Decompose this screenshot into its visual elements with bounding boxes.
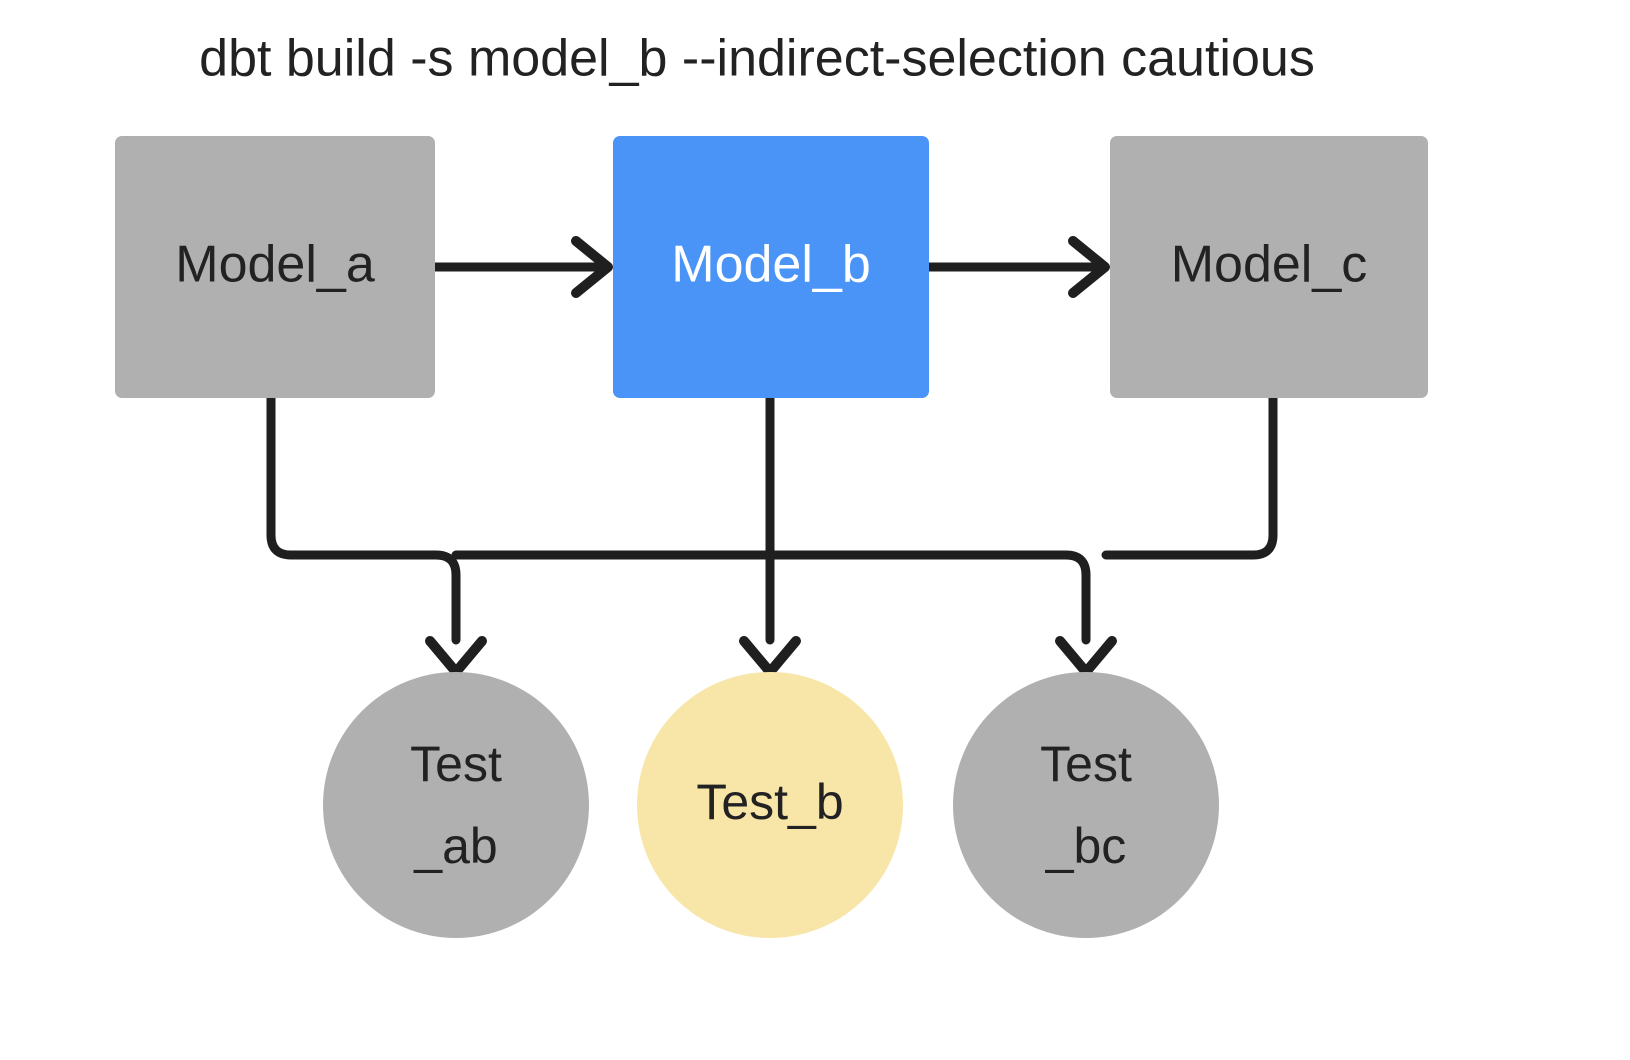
model-node-model-c[interactable]: Model_c	[1110, 136, 1428, 398]
model-node-model-a[interactable]: Model_a	[115, 136, 435, 398]
model-a-label: Model_a	[175, 236, 375, 294]
edge-arrowheads	[425, 636, 1117, 677]
arrowhead-test-ab	[425, 636, 487, 677]
edge-model-b-to-model-c	[924, 236, 1110, 298]
model-b-label: Model_b	[671, 236, 870, 294]
test-bc-shape[interactable]	[953, 672, 1219, 938]
test-node-test-ab[interactable]: Test _ab	[323, 672, 589, 938]
test-ab-shape[interactable]	[323, 672, 589, 938]
test-node-test-b[interactable]: Test_b	[637, 672, 903, 938]
test-b-label-line-1: Test_b	[696, 774, 843, 830]
test-ab-label-line-1: Test	[410, 736, 502, 792]
model-a-shape[interactable]	[115, 136, 435, 398]
edge-layer	[266, 236, 1278, 677]
arrowhead-test-b	[739, 636, 801, 677]
edge-bus-spine	[266, 393, 1278, 645]
arrowhead-test-bc	[1055, 636, 1117, 677]
diagram-title: dbt build -s model_b --indirect-selectio…	[199, 30, 1315, 88]
edge-model-a-to-model-b	[430, 236, 613, 298]
test-ab-label-line-2: _ab	[413, 818, 497, 874]
model-c-label: Model_c	[1171, 236, 1368, 294]
test-bc-label-line-2: _bc	[1045, 818, 1127, 874]
test-bc-label-line-1: Test	[1040, 736, 1132, 792]
model-node-model-b[interactable]: Model_b	[613, 136, 929, 398]
model-c-shape[interactable]	[1110, 136, 1428, 398]
test-node-test-bc[interactable]: Test _bc	[953, 672, 1219, 938]
model-b-shape[interactable]	[613, 136, 929, 398]
test-b-shape[interactable]	[637, 672, 903, 938]
